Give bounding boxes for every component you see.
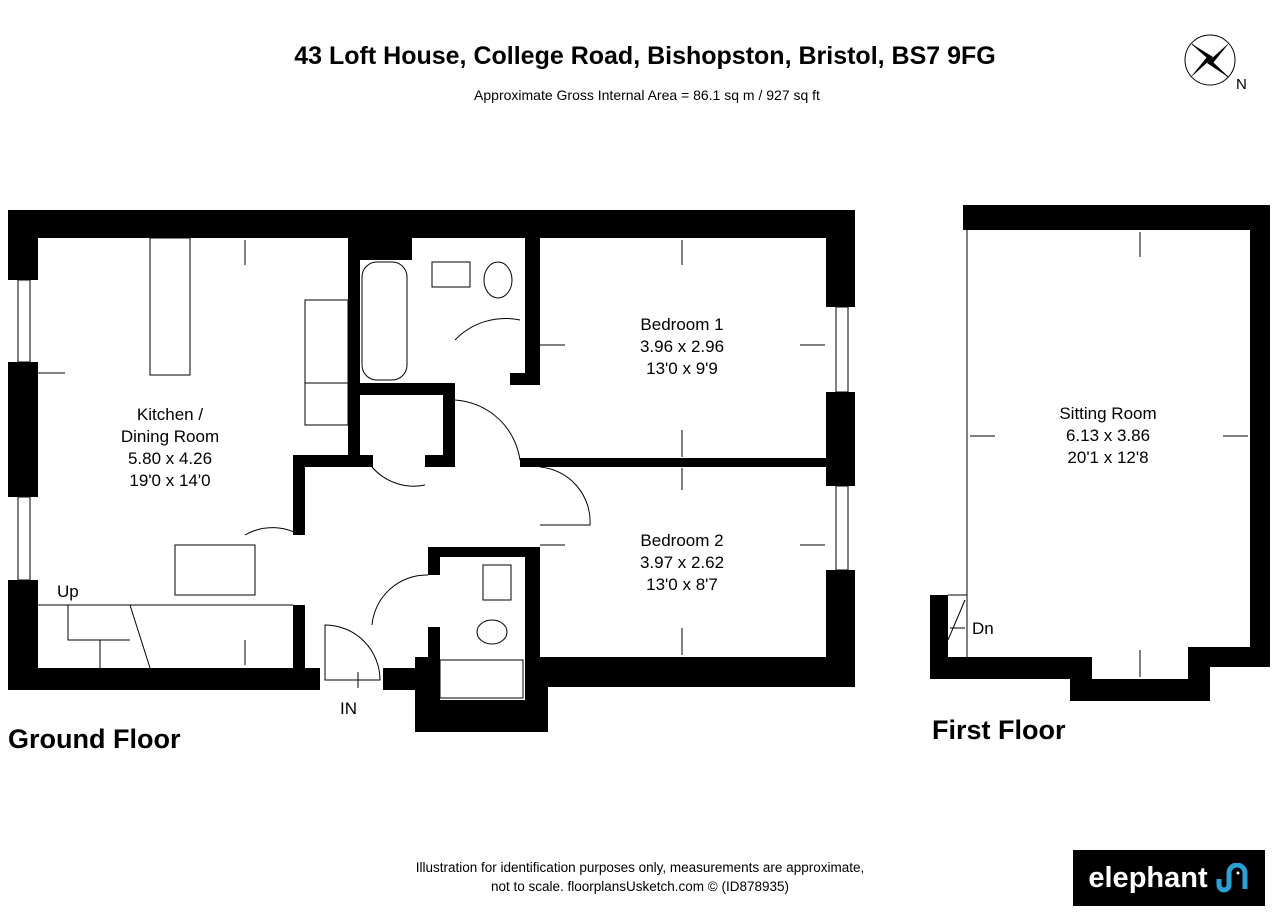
disclaimer-line-2: not to scale. floorplansUsketch.com © (I… [490,879,790,894]
room-label-bedroom-1: Bedroom 1 3.96 x 2.96 13'0 x 9'9 [592,314,772,380]
room-name: Kitchen / [136,405,204,424]
toilet [483,261,513,299]
room-label-sitting-room: Sitting Room 6.13 x 3.86 20'1 x 12'8 [1018,403,1198,469]
stairs-down-label: Dn [972,619,994,638]
room-label-bedroom-2: Bedroom 2 3.97 x 2.62 13'0 x 8'7 [592,530,772,596]
room-metric: 3.97 x 2.62 [639,553,725,572]
ground-floor-walls [8,210,855,732]
room-name: Bedroom 1 [640,315,724,334]
first-floor-label: First Floor [932,715,1066,745]
ground-floor-label: Ground Floor [8,724,181,754]
wc-sink [482,564,512,601]
elephant-trunk-icon [1216,863,1248,893]
wc-toilet [476,619,508,645]
bathroom-sink [431,261,471,288]
room-imperial: 19'0 x 14'0 [129,471,211,490]
dimension-arrows [38,232,1248,688]
disclaimer-line-1: Illustration for identification purposes… [415,860,865,875]
kitchen-island [149,237,191,376]
property-address-title: 43 Loft House, College Road, Bishopston,… [294,42,996,70]
room-imperial: 13'0 x 8'7 [646,575,718,594]
logo-text: elephant [1088,861,1208,894]
room-name: Bedroom 2 [640,531,724,550]
room-metric: 5.80 x 4.26 [127,449,213,468]
room-metric: 6.13 x 3.86 [1065,426,1151,445]
kitchen-counter [304,299,349,426]
room-imperial: 20'1 x 12'8 [1067,448,1149,467]
bathtub [361,261,408,381]
compass-icon [1184,34,1236,86]
compass-north-label: N [1236,76,1247,93]
room-imperial: 13'0 x 9'9 [646,359,718,378]
room-name: Dining Room [120,427,220,446]
entrance-label: IN [340,699,357,718]
room-label-kitchen-dining: Kitchen / Dining Room 5.80 x 4.26 19'0 x… [80,404,260,492]
shower [439,659,524,699]
elephant-logo: elephant [1073,850,1265,906]
gross-area-subtitle: Approximate Gross Internal Area = 86.1 s… [474,87,820,103]
stairs-up-label: Up [57,582,79,601]
room-metric: 3.96 x 2.96 [639,337,725,356]
ground-floor-fixtures [17,237,849,699]
room-name: Sitting Room [1059,404,1157,423]
first-floor-walls [930,205,1270,701]
disclaimer-footer: Illustration for identification purposes… [330,858,950,896]
door-swing [454,399,521,461]
